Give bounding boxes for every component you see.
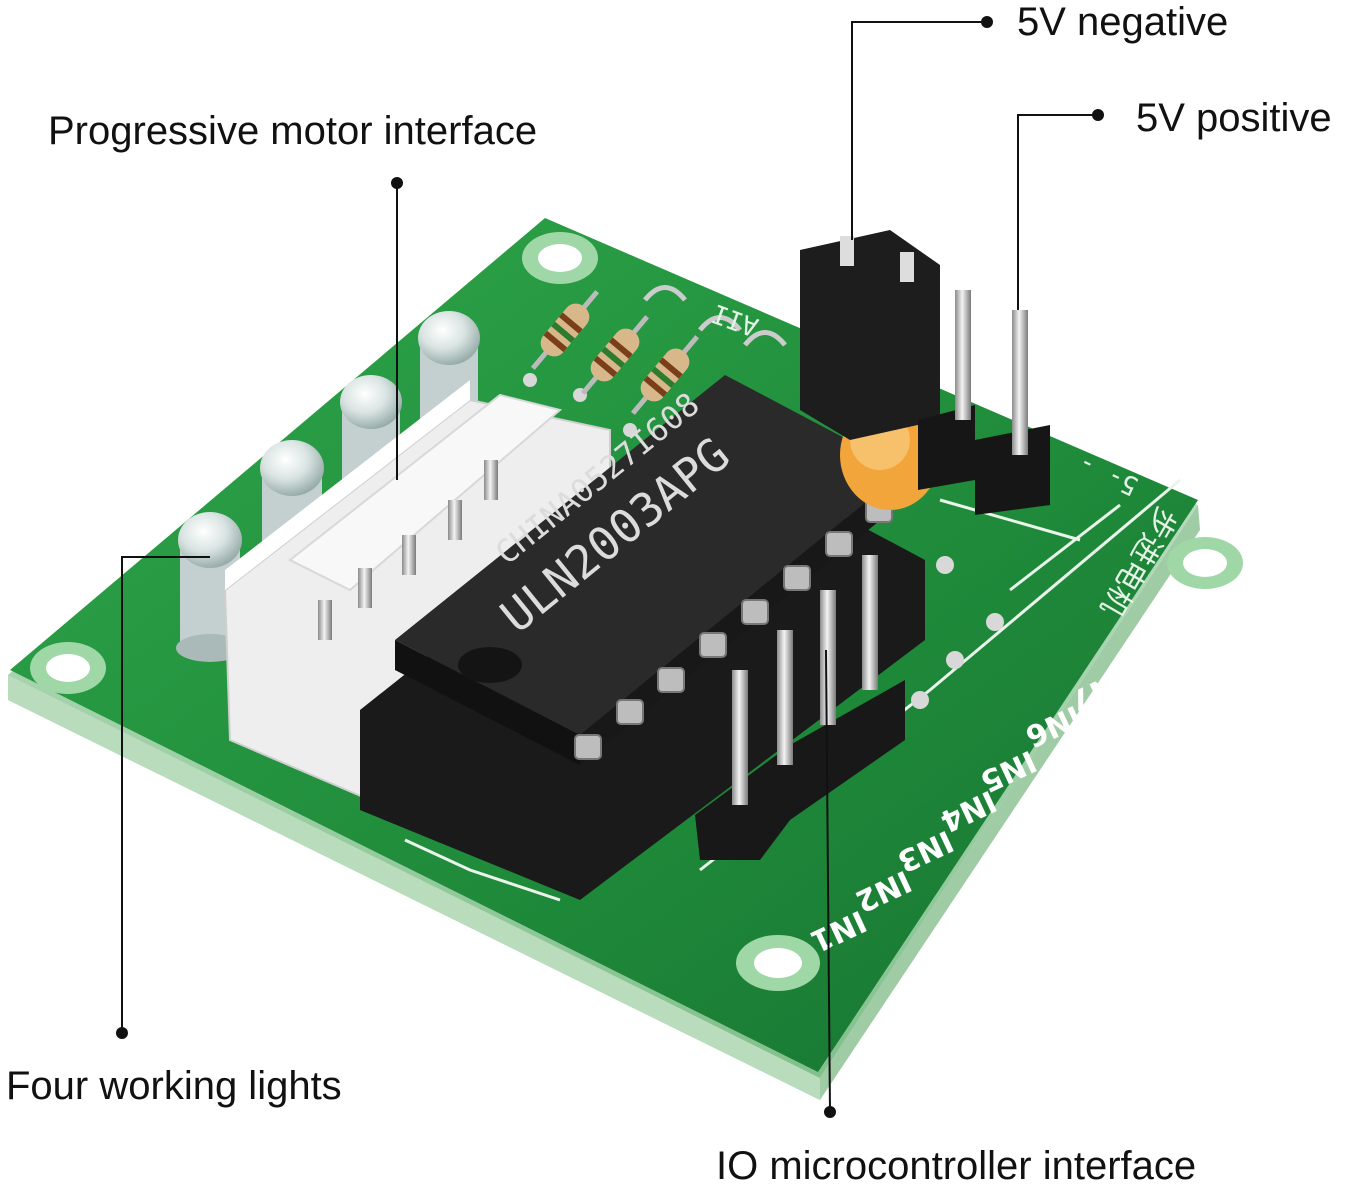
callout-motor-interface: Progressive motor interface — [48, 109, 538, 153]
leader-io — [825, 649, 831, 1113]
io-header — [695, 555, 905, 860]
chip-legs — [574, 497, 893, 760]
mounting-holes — [30, 232, 1243, 991]
callout-io-interface: IO microcontroller interface — [716, 1144, 1197, 1188]
leader-negative — [851, 21, 987, 240]
callout-working-lights: Four working lights — [6, 1064, 342, 1108]
power-header — [918, 290, 1050, 515]
callout-5v-negative: 5V negative — [1017, 0, 1229, 44]
resistors — [530, 285, 787, 415]
callout-5v-positive: 5V positive — [1136, 96, 1332, 140]
power-jumper — [800, 230, 940, 440]
leader-dots — [116, 16, 1104, 1118]
leader-positive — [1017, 114, 1098, 310]
solder-pads — [523, 373, 1004, 709]
leader-lines — [121, 21, 1098, 1113]
leader-lights — [121, 556, 210, 1033]
